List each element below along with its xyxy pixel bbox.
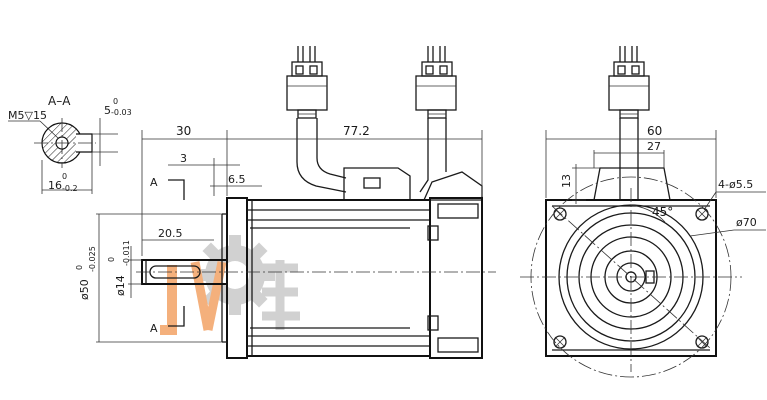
- holes-leader: [703, 191, 717, 211]
- depth-nominal: 16: [48, 179, 62, 192]
- holes-label: 4-ø5.5: [718, 178, 753, 191]
- section-arrow-bottom: [168, 306, 185, 327]
- dim-20-5: 20.5: [158, 227, 183, 240]
- shaft-dia-tol-lower: -0.011: [122, 240, 131, 266]
- keyway-tol-lower: -0.03: [111, 108, 132, 117]
- dim-3: 3: [180, 152, 187, 165]
- dim-77-2: 77.2: [343, 124, 370, 138]
- side-view: 30 77.2 3 6.5 20.5 A A ø50 0 -0.025 ø14 …: [75, 46, 496, 359]
- depth-tol-lower: -0.2: [62, 184, 78, 193]
- section-marker-top: A: [150, 176, 158, 189]
- shaft-dia-nominal: ø14: [114, 275, 127, 296]
- keyway-nominal: 5: [104, 104, 111, 117]
- bolt-circle-leader: [689, 229, 735, 237]
- grommet-1: [343, 167, 411, 201]
- cable-1-lower: [316, 118, 347, 179]
- dim-30: 30: [176, 124, 191, 138]
- section-marker-bottom: A: [150, 322, 158, 335]
- section-title: A–A: [48, 94, 71, 108]
- section-a-a: A–A M5▽15 0 5 -0.03 0 16 -0.2: [8, 94, 132, 194]
- watermark-logo: [160, 235, 300, 335]
- angle-45: 45°: [652, 205, 673, 219]
- connector-3: [608, 46, 650, 119]
- front-grommet: [593, 167, 671, 201]
- flange-dia-tol-upper: 0: [75, 265, 84, 270]
- dim-6-5: 6.5: [228, 173, 246, 186]
- grommet-1-tab: [363, 177, 381, 189]
- dim-13: 13: [560, 174, 573, 188]
- flange-dia-nominal: ø50: [78, 279, 91, 300]
- grommet-2: [422, 171, 483, 201]
- rear-cap: [429, 197, 483, 359]
- front-view: 60 27 13 45° 4-ø5.5 ø70: [520, 46, 766, 378]
- thread-label: M5▽15: [8, 109, 47, 122]
- dim-60: 60: [647, 124, 662, 138]
- section-arrow-top: [168, 179, 185, 200]
- shaft-dia-tol-upper: 0: [107, 257, 116, 262]
- connector-2: [415, 46, 457, 119]
- cable-1-upper: [296, 118, 347, 193]
- connector-1: [286, 46, 328, 119]
- keyway-tol-upper: 0: [113, 97, 118, 106]
- depth-tol-upper: 0: [62, 172, 67, 181]
- cable-2-left: [419, 118, 429, 193]
- bolt-circle-label: ø70: [736, 216, 757, 229]
- angle-arc: [630, 204, 666, 223]
- dim-27: 27: [647, 140, 661, 153]
- flange-dia-tol-lower: -0.025: [88, 246, 97, 272]
